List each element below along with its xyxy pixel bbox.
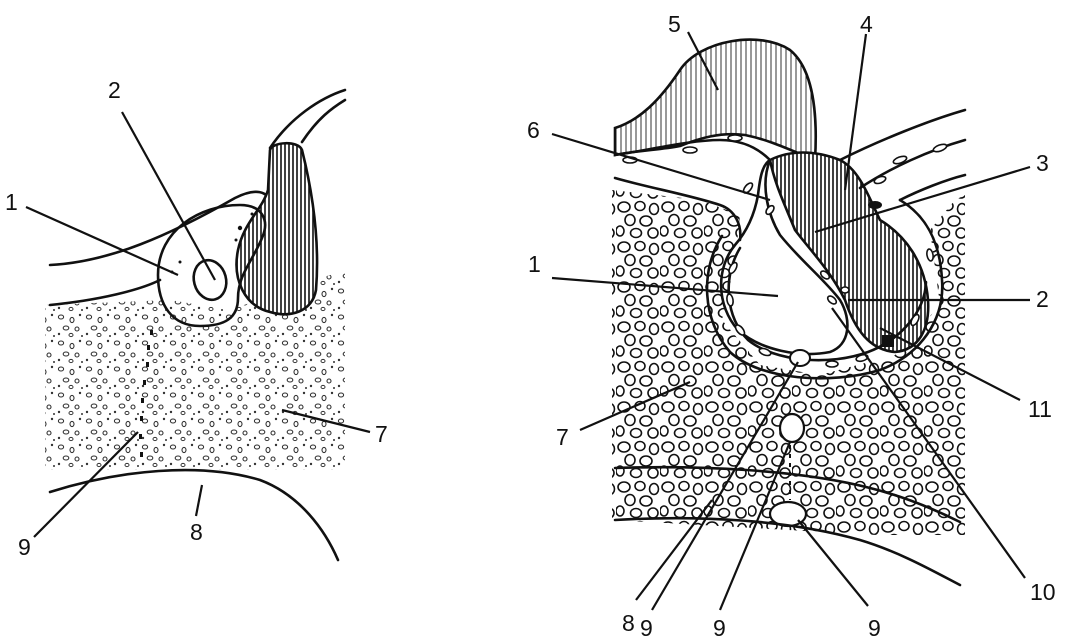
label-right-7: 7 (556, 424, 569, 450)
leader-right-4 (845, 34, 866, 190)
label-right-3: 3 (1036, 150, 1049, 176)
right-side-duct-cells (873, 143, 947, 185)
label-right-11: 11 (1028, 396, 1052, 422)
label-left-9: 9 (18, 534, 31, 560)
label-left-2: 2 (108, 77, 121, 103)
left-striated-body (237, 143, 318, 314)
label-right-9b: 9 (713, 615, 726, 640)
right-figure: 1 2 3 4 5 6 7 8 9 9 9 10 11 (527, 11, 1056, 640)
right-dark-spot-upper (868, 201, 882, 209)
right-side-duct-1 (840, 110, 965, 160)
leader-left-8 (196, 485, 202, 516)
left-base-line (50, 470, 338, 560)
label-right-4: 4 (860, 11, 873, 37)
label-left-8: 8 (190, 519, 203, 545)
left-inner-cavity (189, 257, 230, 304)
right-cap-structure (615, 40, 816, 160)
left-upper-duct-2 (302, 100, 345, 142)
left-figure: 1 2 7 8 9 (5, 77, 388, 560)
leader-left-2 (122, 112, 215, 280)
label-left-1: 1 (5, 189, 18, 215)
label-right-9a: 9 (640, 615, 653, 640)
label-right-8: 8 (622, 610, 635, 636)
label-left-7: 7 (375, 421, 388, 447)
label-right-6: 6 (527, 117, 540, 143)
label-right-1: 1 (528, 251, 541, 277)
left-upper-duct (270, 90, 345, 148)
label-right-9c: 9 (868, 615, 881, 640)
label-right-2: 2 (1036, 286, 1049, 312)
label-right-5: 5 (668, 11, 681, 37)
right-vessel-cell-2 (780, 414, 804, 442)
label-right-10: 10 (1030, 579, 1056, 605)
right-vessel-cell-1 (790, 350, 810, 366)
right-dark-spot-lower (882, 335, 894, 347)
